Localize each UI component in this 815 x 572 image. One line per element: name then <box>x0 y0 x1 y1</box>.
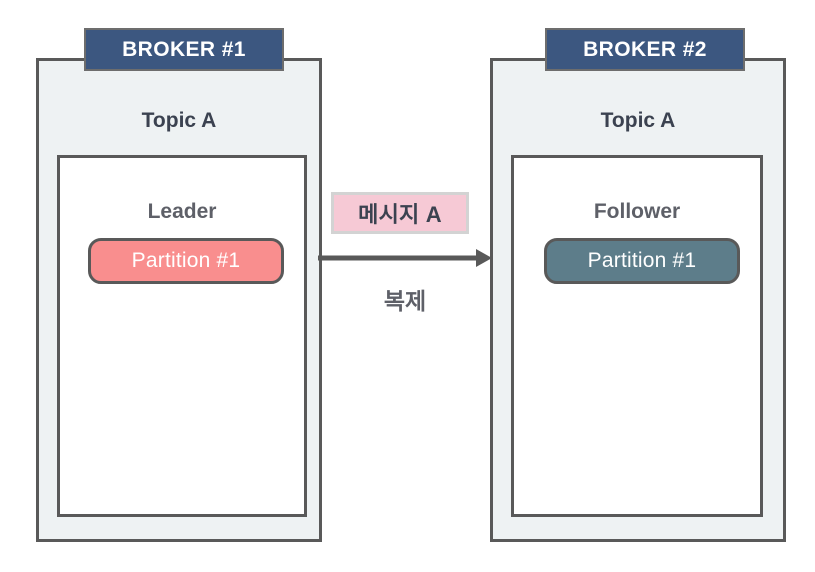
arrow-right-icon <box>318 249 492 267</box>
broker-2-container: Topic A Follower Partition #1 <box>490 58 786 542</box>
broker-1-topic-title: Topic A <box>141 109 217 132</box>
broker-1-partition-panel: Leader Partition #1 <box>57 155 307 517</box>
broker-2-partition-pill[interactable]: Partition #1 <box>544 238 740 284</box>
broker-2-banner: BROKER #2 <box>545 28 745 71</box>
broker-2-role-label: Follower <box>593 200 681 223</box>
broker-1-banner: BROKER #1 <box>84 28 284 71</box>
replicate-label: 복제 <box>383 288 427 314</box>
broker-1-container: Topic A Leader Partition #1 <box>36 58 322 542</box>
broker-1-role-label: Leader <box>147 200 217 223</box>
broker-2-partition-panel: Follower Partition #1 <box>511 155 763 517</box>
message-badge: 메시지 A <box>331 192 469 234</box>
broker-1-partition-pill[interactable]: Partition #1 <box>88 238 284 284</box>
broker-2-topic-title: Topic A <box>600 109 676 132</box>
